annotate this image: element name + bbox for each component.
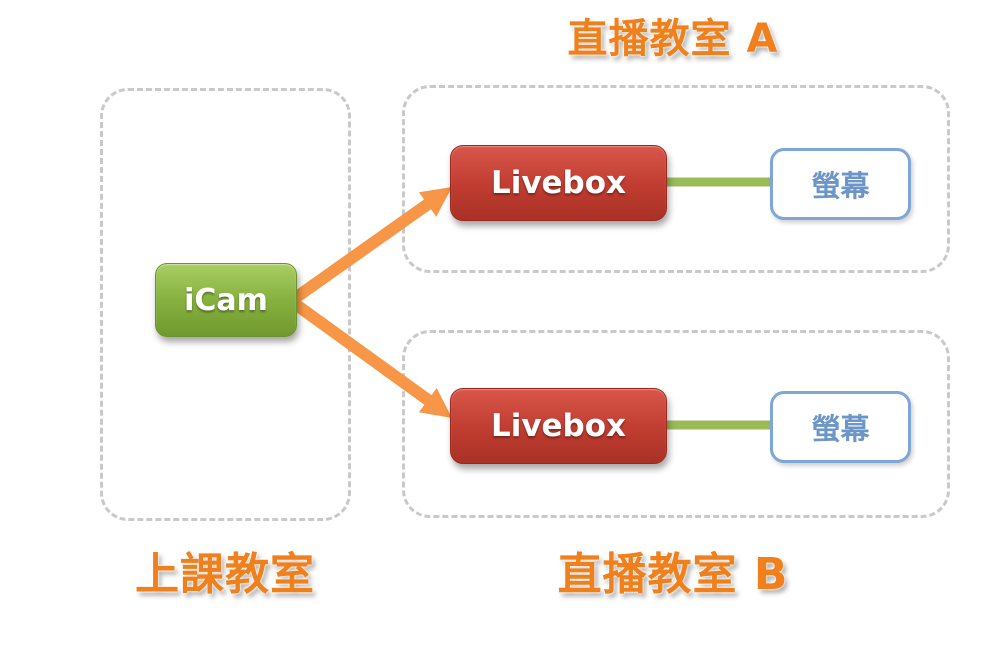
screen-a-node: 螢幕 — [770, 148, 911, 220]
icam-label: iCam — [184, 282, 268, 318]
screen-a-label: 螢幕 — [811, 169, 870, 203]
screen-b-label: 螢幕 — [811, 412, 870, 446]
broadcast-room-a-title: 直播教室 A — [567, 16, 779, 62]
screen-b-node: 螢幕 — [770, 391, 911, 463]
livebox-a-label: Livebox — [490, 165, 627, 201]
room-box-broadcast-b — [402, 330, 950, 518]
broadcast-room-b-title: 直播教室 B — [557, 549, 789, 600]
livebox-b-label: Livebox — [490, 408, 627, 444]
icam-node: iCam — [155, 263, 297, 337]
room-box-broadcast-a — [402, 85, 950, 273]
livebox-b-node: Livebox — [450, 388, 667, 464]
livebox-a-node: Livebox — [450, 145, 667, 221]
source-room-title: 上課教室 — [135, 549, 315, 600]
